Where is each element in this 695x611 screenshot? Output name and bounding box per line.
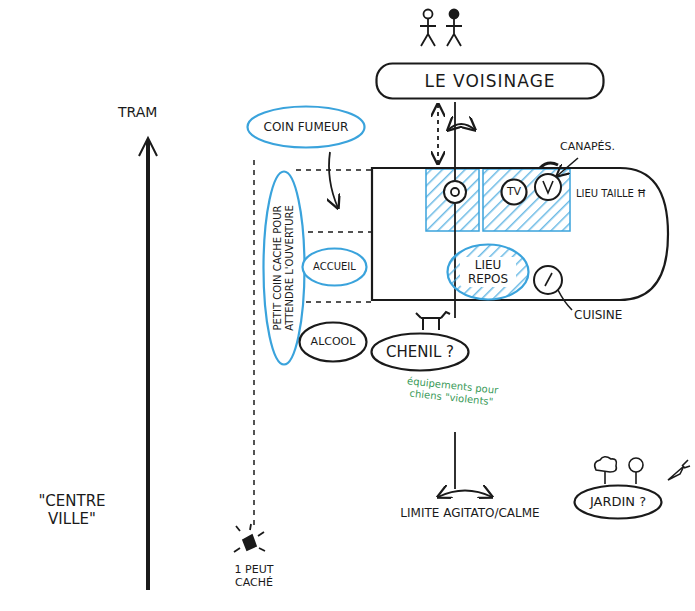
reception-area: ACCUEIL bbox=[301, 247, 368, 287]
ellipse-outline bbox=[372, 334, 469, 371]
node-text: COIN FUMEUR bbox=[264, 120, 349, 134]
person-body bbox=[420, 19, 436, 46]
building-outline bbox=[372, 168, 668, 300]
kitchen-mark bbox=[545, 273, 552, 286]
spotlight-body bbox=[243, 535, 256, 550]
spotlight-icon bbox=[234, 524, 265, 552]
ellipse-outline bbox=[575, 486, 662, 519]
ellipse-outline bbox=[448, 245, 529, 300]
tree-crown bbox=[595, 457, 617, 472]
ellipse-outline bbox=[248, 107, 365, 148]
dashed-line bbox=[308, 231, 372, 233]
sofa-mark bbox=[543, 181, 553, 193]
node-text: CHENIL ? bbox=[386, 343, 454, 361]
people-figures bbox=[420, 10, 462, 47]
ellipse-outline bbox=[300, 323, 367, 362]
hidden-spot-label: 1 PEUT CACHÉ bbox=[214, 563, 294, 589]
leader-line bbox=[558, 290, 572, 310]
alcohol-area: ALCOOL bbox=[298, 321, 368, 363]
leader-line bbox=[557, 158, 578, 176]
round-symbol bbox=[444, 181, 466, 203]
building-notch bbox=[540, 163, 558, 168]
dog-shape bbox=[416, 312, 450, 330]
spotlight-rays bbox=[234, 524, 265, 552]
human-scale-label: LIEU TAILLE Ħ bbox=[576, 188, 660, 200]
node-text: ALCOOL bbox=[311, 335, 356, 348]
kennel: CHENIL ? bbox=[370, 332, 470, 372]
hidden-waiting-corner: PETIT COIN CACHE POUR ATTENDRE L'OUVERTU… bbox=[262, 170, 306, 366]
sofa-circle bbox=[535, 174, 561, 200]
divide-segment bbox=[454, 432, 456, 489]
limit-label: LIMITE AGITATO/CALME bbox=[400, 506, 540, 520]
ellipse-outline bbox=[264, 172, 305, 365]
dog-icon bbox=[416, 312, 450, 330]
kitchen-circle bbox=[534, 266, 562, 294]
garden: JARDIN ? bbox=[573, 484, 663, 520]
tv-circle: TV bbox=[500, 178, 528, 206]
dashed-line bbox=[253, 160, 255, 528]
tree-trunk bbox=[604, 472, 606, 484]
tram-arrowhead bbox=[139, 138, 157, 156]
hatched-zone bbox=[426, 169, 479, 231]
ellipse-outline bbox=[502, 180, 527, 205]
divide-line bbox=[454, 102, 456, 489]
limit-double-arrow bbox=[438, 491, 492, 498]
dashed-double-arrow bbox=[437, 104, 439, 164]
dashed-line bbox=[296, 169, 372, 171]
node-text: LE VOISINAGE bbox=[424, 71, 555, 91]
tree-trunk bbox=[635, 472, 637, 484]
person-head bbox=[450, 10, 459, 19]
node-text: LIEU REPOS bbox=[460, 257, 516, 288]
round-symbol-core bbox=[451, 188, 459, 196]
kitchen-label: CUISINE bbox=[574, 308, 654, 322]
swing-arrow bbox=[448, 124, 475, 130]
tree-crown bbox=[629, 458, 643, 472]
node-text: ACCUEIL bbox=[313, 261, 356, 273]
divide-segment bbox=[454, 102, 456, 180]
smoking-area: COIN FUMEUR bbox=[246, 105, 366, 149]
carrot bbox=[668, 460, 690, 480]
node-text: JARDIN ? bbox=[590, 494, 646, 510]
neighbourhood-box: LE VOISINAGE bbox=[375, 62, 605, 100]
hatched-zone bbox=[483, 169, 570, 231]
tram-label: TRAM bbox=[118, 104, 188, 121]
node-text: TV bbox=[507, 185, 521, 198]
tram-axis bbox=[146, 140, 150, 590]
rest-area: LIEU REPOS bbox=[446, 243, 530, 301]
box-outline bbox=[377, 64, 604, 99]
city-centre-label: "CENTRE VILLE" bbox=[22, 492, 122, 528]
dashed-line bbox=[306, 301, 372, 303]
dashed-zones bbox=[254, 160, 372, 528]
pointer-arrow bbox=[329, 152, 338, 208]
node-text: PETIT COIN CACHE POUR ATTENDRE L'OUVERTU… bbox=[272, 193, 296, 343]
garden-icons bbox=[595, 457, 690, 484]
sofa-label: CANAPÉS. bbox=[560, 140, 640, 153]
person-head bbox=[424, 10, 433, 19]
ellipse-outline bbox=[303, 249, 367, 286]
person-body bbox=[446, 19, 462, 46]
kennel-note: équipements pour chiens "violents" bbox=[391, 374, 513, 410]
